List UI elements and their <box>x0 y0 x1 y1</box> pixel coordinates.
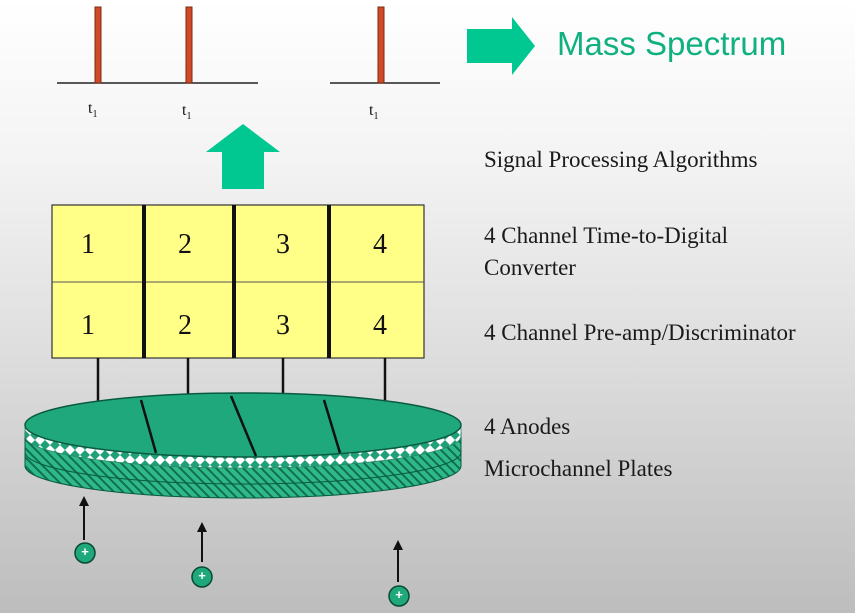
label-anodes: 4 Anodes <box>484 414 571 439</box>
up-arrow-icon <box>206 124 280 189</box>
tdc-channel-2: 2 <box>178 229 192 260</box>
peak-label-1: t1 <box>88 100 98 121</box>
ion-2 <box>191 566 213 588</box>
anode-divider-2 <box>229 395 258 457</box>
tdc-channel-1: 1 <box>81 229 95 260</box>
ion-1 <box>74 542 96 564</box>
right-arrow-icon <box>467 17 535 75</box>
tdc-channel-4: 4 <box>373 229 387 260</box>
tdc-channel-3: 3 <box>276 229 290 260</box>
label-signal-processing: Signal Processing Algorithms <box>484 147 758 172</box>
peak-1 <box>94 6 102 84</box>
label-tdc-line1: 4 Channel Time-to-Digital <box>484 223 729 248</box>
preamp-channel-3: 3 <box>276 310 290 341</box>
ion-arrowhead-1 <box>79 496 89 506</box>
ion-charge-1: + <box>81 544 89 559</box>
peak-label-2: t1 <box>182 102 192 123</box>
preamp-channel-2: 2 <box>178 310 192 341</box>
label-preamp: 4 Channel Pre-amp/Discriminator <box>484 320 796 345</box>
anode-divider-3 <box>322 399 342 454</box>
peak-2 <box>185 6 193 84</box>
mass-spectrum-title: Mass Spectrum <box>557 25 787 62</box>
preamp-channel-4: 4 <box>373 310 387 341</box>
ion-arrowhead-2 <box>197 522 207 532</box>
ion-charge-3: + <box>395 587 403 602</box>
peak-label-3: t1 <box>369 102 379 123</box>
anode-divider-1 <box>139 399 158 454</box>
peak-3 <box>377 6 385 84</box>
label-microchannel-plates: Microchannel Plates <box>484 456 673 481</box>
label-tdc-line2: Converter <box>484 255 576 280</box>
ion-3 <box>388 585 410 607</box>
ion-charge-2: + <box>198 568 206 583</box>
preamp-channel-1: 1 <box>81 310 95 341</box>
ion-arrowhead-3 <box>393 540 403 550</box>
